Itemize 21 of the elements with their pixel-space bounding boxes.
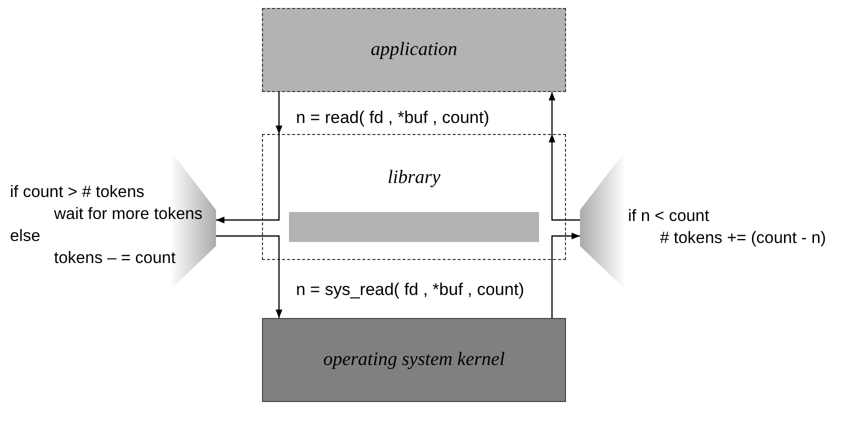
- condition-text: tokens – = count: [54, 248, 176, 268]
- edge-label: n = sys_read( fd , *buf , count): [294, 280, 526, 300]
- condition-text: # tokens += (count - n): [660, 228, 826, 248]
- layer-title: application: [370, 39, 458, 61]
- arrow: [216, 134, 280, 224]
- arrow: [216, 235, 282, 318]
- arrow: [548, 134, 580, 221]
- layer-title: operating system kernel: [322, 349, 506, 371]
- arrow: [548, 92, 556, 134]
- layer-title: library: [386, 167, 442, 189]
- condition-text: else: [10, 226, 40, 246]
- condition-text: if n < count: [628, 206, 710, 226]
- condition-text: wait for more tokens: [54, 204, 203, 224]
- library-box: [262, 134, 566, 260]
- kernel-box: [262, 318, 566, 402]
- condition-text: if count > # tokens: [10, 182, 144, 202]
- edge-label: n = read( fd , *buf , count): [294, 108, 492, 128]
- arrow: [276, 92, 282, 134]
- band-bar: [289, 212, 539, 242]
- application-box: [262, 8, 566, 92]
- arrow: [551, 232, 580, 318]
